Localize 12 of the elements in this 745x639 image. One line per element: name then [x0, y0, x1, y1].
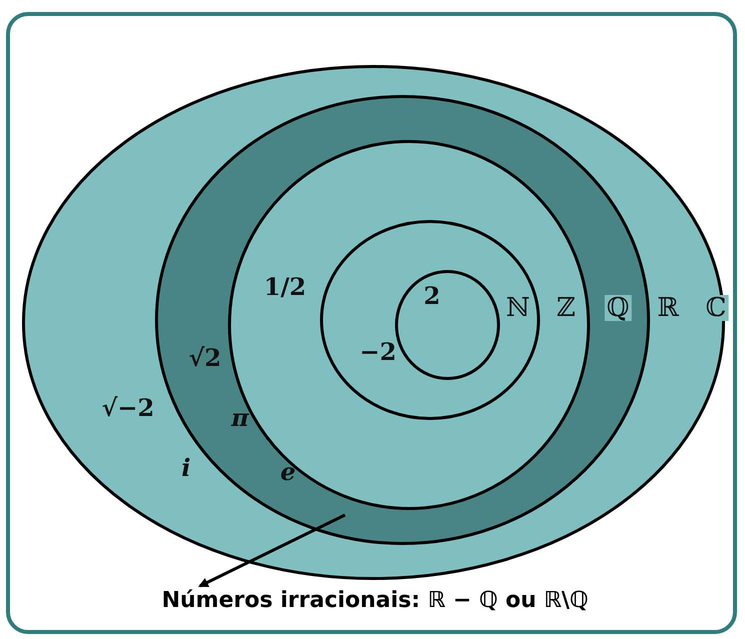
number-label: e	[280, 460, 296, 484]
number-label: i	[181, 456, 191, 480]
number-label: 1/2	[264, 275, 306, 299]
number-label: −2	[360, 340, 396, 364]
caption-text: Números irracionais: ℝ − ℚ ou ℝ\ℚ	[120, 588, 630, 613]
set-symbol: ℚ	[604, 295, 632, 321]
number-label: π	[231, 406, 249, 430]
arrow	[198, 514, 346, 588]
number-label: √2	[188, 346, 222, 370]
number-label: √−2	[102, 396, 154, 420]
set-symbol: ℂ	[704, 295, 728, 321]
number-label: 2	[424, 284, 440, 308]
